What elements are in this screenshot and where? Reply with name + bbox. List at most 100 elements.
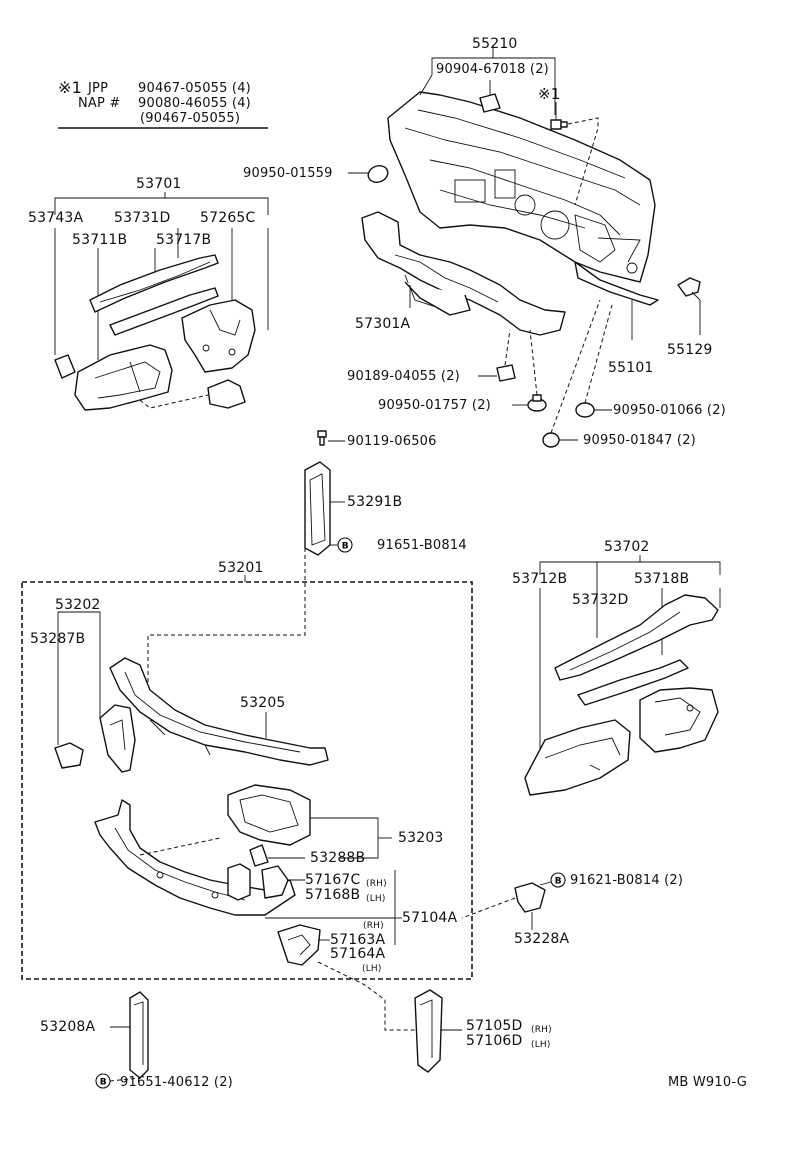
label-53288B[interactable]: 53288B — [310, 850, 366, 866]
bracket-53228A[interactable] — [514, 882, 546, 913]
wheelhouse-53711B[interactable] — [74, 344, 173, 411]
bracket-53291B[interactable] — [304, 461, 331, 556]
wheelhouse-53712B[interactable] — [524, 719, 631, 796]
label-57106D[interactable]: 57106D — [466, 1033, 523, 1049]
dash-53291B — [147, 548, 306, 690]
label-53711B[interactable]: 53711B — [72, 232, 128, 248]
grommet-90950-01066[interactable] — [575, 402, 595, 418]
label-55210[interactable]: 55210 — [472, 36, 518, 52]
panel-53203[interactable] — [227, 784, 311, 846]
label-53718B[interactable]: 53718B — [634, 571, 690, 587]
lead-55129 — [691, 291, 701, 335]
bracket-57301A[interactable] — [361, 211, 566, 336]
label-53291B[interactable]: 53291B — [347, 494, 403, 510]
label-55129[interactable]: 55129 — [667, 342, 713, 358]
bracket-57105D[interactable] — [414, 989, 443, 1073]
dash-53228A — [461, 897, 516, 919]
grommet-90950-01847[interactable] — [542, 432, 560, 448]
brace-53702 — [539, 561, 721, 575]
label-90950-01066[interactable]: 90950-01066 (2) — [613, 403, 726, 418]
label-57164A[interactable]: 57164A — [330, 946, 386, 962]
bracket-53287B[interactable] — [54, 742, 84, 769]
bracket-53288B[interactable] — [249, 844, 269, 867]
rail-53732D[interactable] — [554, 594, 719, 681]
note-brand-2: NAP # — [78, 96, 121, 111]
dash-53701 — [139, 394, 209, 409]
apron-53702[interactable] — [639, 687, 719, 753]
label-57163A[interactable]: 57163A — [330, 932, 386, 948]
label-53717B[interactable]: 53717B — [156, 232, 212, 248]
label-57164A-lh: (LH) — [362, 964, 382, 974]
label-53701[interactable]: 53701 — [136, 176, 182, 192]
label-mark1[interactable]: ※1 — [538, 85, 561, 103]
label-53203[interactable]: 53203 — [398, 830, 444, 846]
label-91621-B0814[interactable]: 91621-B0814 (2) — [570, 873, 684, 888]
assembly-box-53201 — [21, 581, 473, 980]
cap-90950-01757[interactable] — [527, 394, 547, 412]
dash-57105D — [317, 961, 415, 1031]
label-57168B-lh: (LH) — [366, 894, 386, 904]
support-upper-53205[interactable] — [109, 657, 329, 766]
lead-55210-left — [419, 74, 433, 96]
support-53202[interactable] — [99, 704, 136, 773]
bracket-57163A[interactable] — [277, 924, 321, 966]
label-57104A[interactable]: 57104A — [402, 910, 458, 926]
rail-53717B[interactable] — [109, 287, 219, 336]
label-53712B[interactable]: 53712B — [512, 571, 568, 587]
label-91651-40612[interactable]: 91651-40612 (2) — [120, 1075, 233, 1090]
gusset-53743A[interactable] — [54, 354, 76, 379]
clip-90189-04055[interactable] — [496, 364, 516, 382]
dash-90189 — [504, 329, 511, 366]
label-57265C[interactable]: 57265C — [200, 210, 256, 226]
dash-01066 — [584, 304, 613, 404]
label-53205[interactable]: 53205 — [240, 695, 286, 711]
grommet-90950-01559[interactable] — [366, 163, 390, 185]
label-53743A[interactable]: 53743A — [28, 210, 84, 226]
note-mark: ※1 — [58, 78, 82, 97]
label-90950-01757[interactable]: 90950-01757 (2) — [378, 398, 491, 413]
label-57167C[interactable]: 57167C — [305, 872, 361, 888]
rail-53718B[interactable] — [577, 659, 689, 706]
apron-57265C[interactable] — [181, 299, 256, 373]
label-90904-67018[interactable]: 90904-67018 (2) — [436, 62, 549, 77]
brace-55210 — [431, 57, 556, 75]
rail-53731D[interactable] — [89, 254, 219, 313]
dash-53208A — [109, 1077, 141, 1082]
label-90950-01847[interactable]: 90950-01847 (2) — [583, 433, 696, 448]
label-53702[interactable]: 53702 — [604, 539, 650, 555]
label-55101[interactable]: 55101 — [608, 360, 654, 376]
label-90189-04055[interactable]: 90189-04055 (2) — [347, 369, 460, 384]
label-57105D[interactable]: 57105D — [466, 1018, 523, 1034]
bracket-57265C-lower[interactable] — [207, 379, 246, 409]
clip-55129[interactable] — [677, 277, 701, 297]
label-53201[interactable]: 53201 — [218, 560, 264, 576]
label-53208A[interactable]: 53208A — [40, 1019, 96, 1035]
label-53287B[interactable]: 53287B — [30, 631, 86, 647]
note-part-1: 90467-05055 (4) — [138, 81, 251, 96]
label-57106D-lh: (LH) — [531, 1040, 551, 1050]
label-90119-06506[interactable]: 90119-06506 — [347, 434, 437, 449]
note-part-3: (90467-05055) — [140, 111, 241, 126]
label-53731D[interactable]: 53731D — [114, 210, 171, 226]
clip-90904[interactable] — [479, 93, 501, 113]
note-brand-1: JPP — [88, 81, 109, 96]
label-57168B[interactable]: 57168B — [305, 887, 361, 903]
label-57301A[interactable]: 57301A — [355, 316, 411, 332]
label-53732D[interactable]: 53732D — [572, 592, 629, 608]
footer-code: MB W910-G — [668, 1075, 747, 1090]
label-90950-01559[interactable]: 90950-01559 — [243, 166, 333, 181]
dash-01757 — [529, 329, 538, 396]
label-53228A[interactable]: 53228A — [514, 931, 570, 947]
bracket-53208A[interactable] — [129, 991, 149, 1079]
callout-b-text-1: B — [342, 542, 349, 552]
label-53202[interactable]: 53202 — [55, 597, 101, 613]
lead-91621 — [539, 881, 552, 886]
brace-53701 — [54, 197, 269, 215]
bracket-57167C[interactable] — [227, 863, 289, 901]
dash-lower — [139, 837, 221, 856]
label-91651-B0814[interactable]: 91651-B0814 — [377, 538, 467, 553]
screw-mark1[interactable] — [550, 119, 568, 130]
bolt-90119-06506[interactable] — [317, 430, 327, 438]
label-57104A-rh: (RH) — [363, 921, 384, 931]
